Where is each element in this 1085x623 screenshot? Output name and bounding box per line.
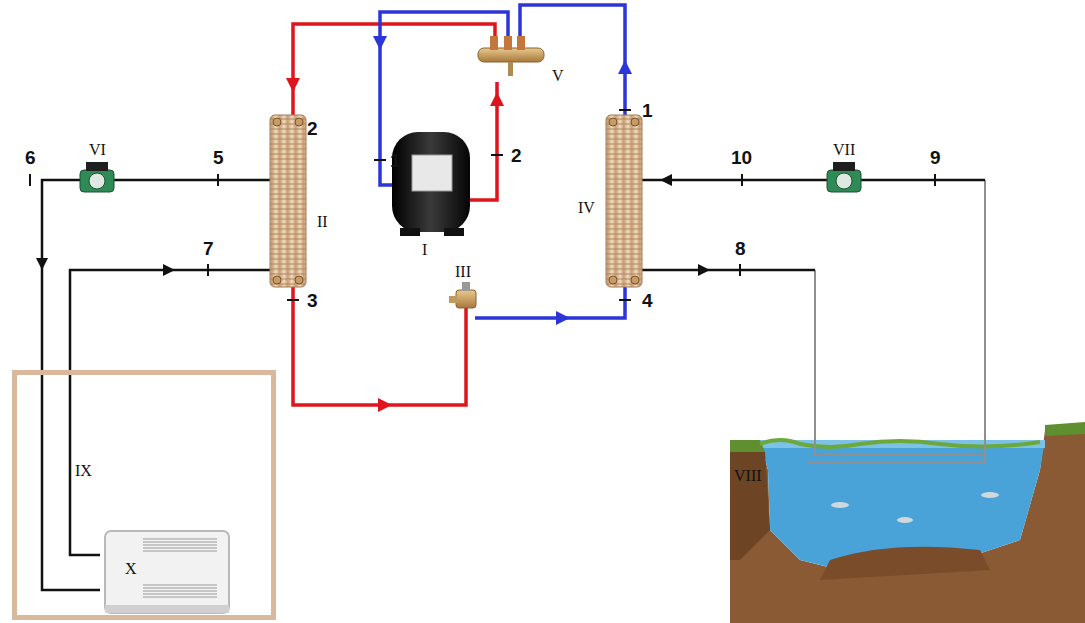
state-point-number: 5: [213, 148, 224, 167]
component-label: IV: [578, 200, 595, 216]
state-point-number: 3: [307, 291, 318, 310]
state-point-number: 2: [511, 146, 522, 165]
component-label: II: [317, 214, 328, 230]
state-point-tick: [30, 110, 935, 300]
plate-heat-exchanger: [270, 115, 642, 287]
lake-pipe: [808, 180, 985, 463]
fan-coil-unit: X: [103, 525, 231, 617]
refrigerant-pipe: [293, 5, 625, 405]
state-point-number: 2: [307, 119, 318, 138]
component-label: V: [552, 68, 564, 84]
state-point-number: 10: [731, 148, 752, 167]
expansion-valve: [449, 282, 476, 308]
state-point-number: 7: [203, 239, 214, 258]
component-label: IX: [75, 463, 92, 479]
lake: [730, 422, 1085, 623]
fan-coil-drawing: [103, 525, 231, 617]
state-point-number: 1: [642, 101, 653, 120]
state-point-number: 6: [25, 148, 36, 167]
component-label: VII: [833, 142, 855, 158]
compressor: [392, 132, 470, 236]
water-pipe: [42, 180, 985, 590]
state-point-number: 8: [735, 239, 746, 258]
room-outline: IX X: [12, 370, 276, 620]
component-label: VIII: [734, 468, 762, 484]
component-label: I: [422, 242, 427, 258]
component-label: X: [125, 561, 137, 577]
component-label: III: [455, 264, 471, 280]
refrigerant-arrow: [286, 36, 632, 412]
state-point-number: 4: [642, 291, 653, 310]
reversing-valve: [478, 36, 544, 76]
component-label: VI: [89, 142, 106, 158]
state-point-number: 1: [390, 151, 401, 170]
state-point-number: 9: [930, 148, 941, 167]
